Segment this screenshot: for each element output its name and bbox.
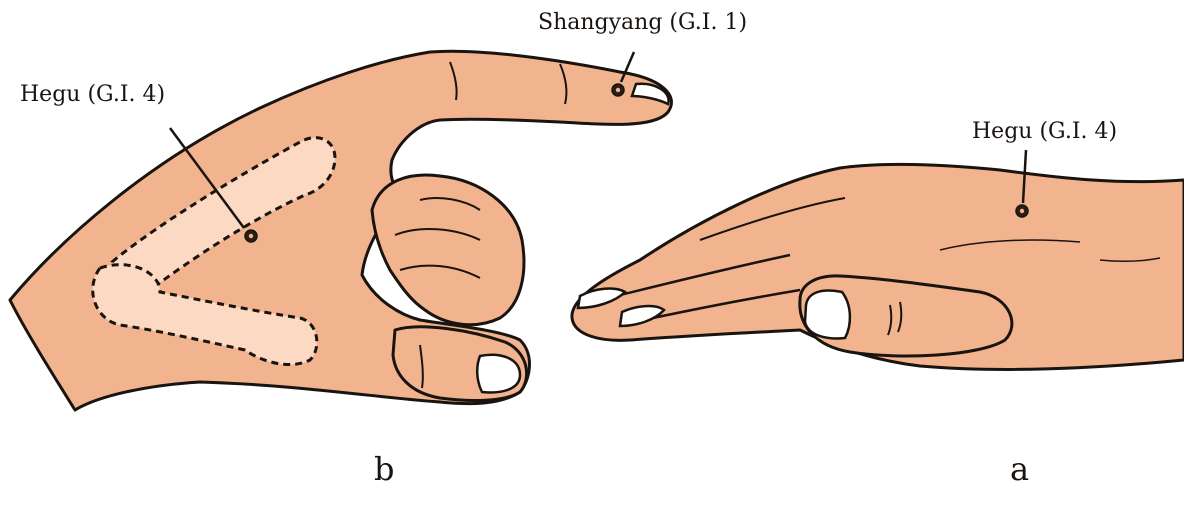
label-hegu-a: Hegu (G.I. 4) — [972, 121, 1117, 143]
hand-a-thumb-nail — [805, 291, 850, 339]
hand-b-curled-fingers — [372, 175, 524, 325]
label-hegu-b: Hegu (G.I. 4) — [20, 84, 165, 106]
hand-b-thumb-nail — [477, 355, 520, 393]
panel-label-b: b — [374, 453, 394, 485]
hand-a — [572, 150, 1184, 369]
label-shangyang: Shangyang (G.I. 1) — [538, 12, 747, 34]
panel-label-a: a — [1010, 453, 1029, 485]
